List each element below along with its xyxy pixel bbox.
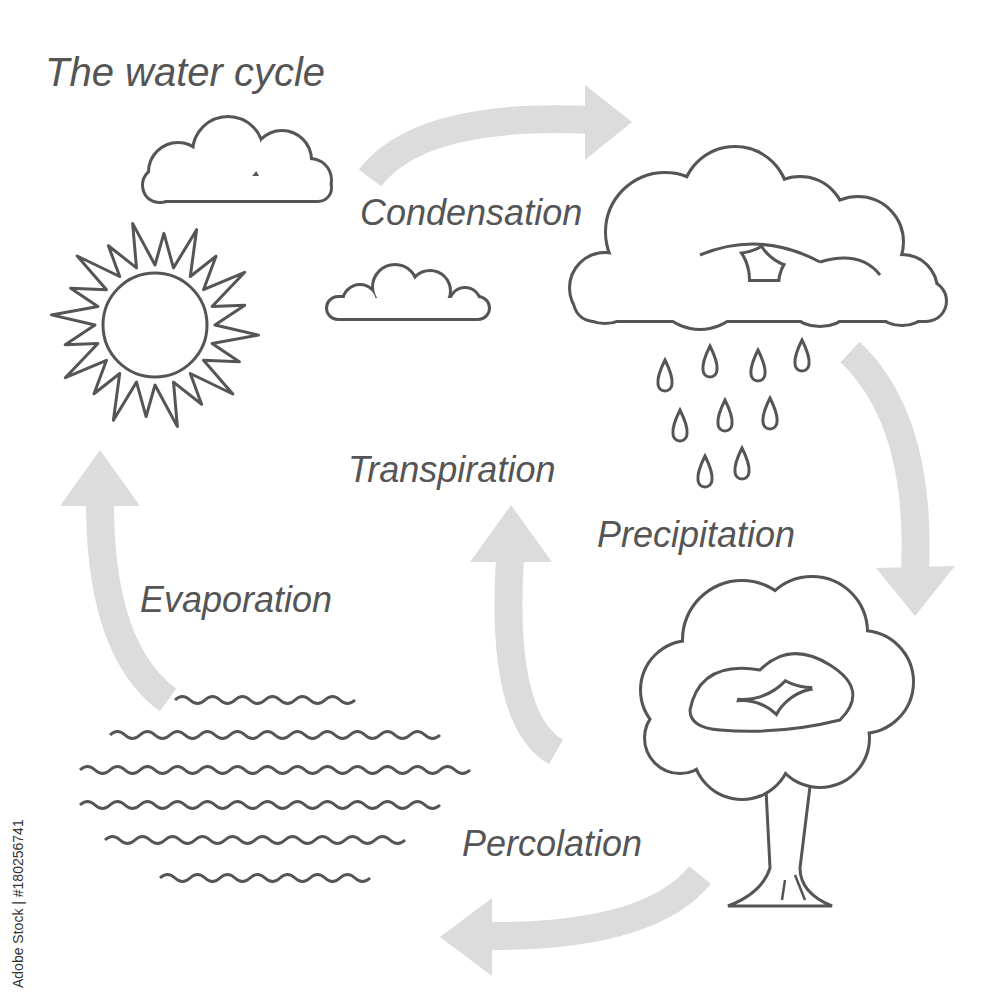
rain-cloud-part xyxy=(575,282,945,320)
cycle-arrow xyxy=(488,875,700,936)
wave-line xyxy=(80,767,470,774)
process-label: Condensation xyxy=(360,192,582,234)
watermark: Adobe Stock | #180256741 xyxy=(10,819,26,988)
rain-drop xyxy=(795,340,809,371)
small-cloud-part xyxy=(328,298,488,318)
tree-crown xyxy=(642,578,912,798)
process-label: Precipitation xyxy=(597,514,795,556)
tree-roots xyxy=(782,875,805,900)
rain-drop xyxy=(735,448,749,479)
tree xyxy=(642,578,912,906)
wave-line xyxy=(160,875,370,882)
small-cloud-part xyxy=(145,176,330,200)
small-cloud xyxy=(328,266,488,318)
process-label: Evaporation xyxy=(140,579,332,621)
small-cloud xyxy=(144,118,330,201)
wave-line xyxy=(80,802,440,809)
arrow-head xyxy=(470,505,552,562)
rain-drop xyxy=(718,400,732,431)
crown-detail xyxy=(690,654,853,732)
wave-line xyxy=(175,697,355,704)
sun-disc xyxy=(103,273,207,377)
small-cloud-part xyxy=(328,298,488,318)
rain-cloud xyxy=(571,148,945,328)
rain-drop xyxy=(658,360,672,391)
cycle-arrow xyxy=(508,558,556,752)
arrow-head xyxy=(440,898,492,976)
rain-drop xyxy=(673,410,687,441)
arrow-head xyxy=(876,566,955,616)
cycle-arrows xyxy=(100,119,916,936)
tree-crown-part xyxy=(646,704,714,772)
sun-rays xyxy=(52,223,259,426)
rain-drop xyxy=(698,456,712,487)
rain-drop xyxy=(703,346,717,377)
cycle-arrow xyxy=(370,119,592,178)
sun xyxy=(52,223,259,426)
rain-cloud-part xyxy=(575,282,945,320)
wave-line xyxy=(110,732,440,739)
arrow-head xyxy=(585,85,632,160)
wave-line xyxy=(105,837,405,844)
small-cloud-part xyxy=(194,118,262,186)
rain-drop xyxy=(751,350,765,381)
tree-crown-part xyxy=(646,704,714,772)
rain-drops xyxy=(658,340,809,487)
process-label: Transpiration xyxy=(348,449,555,491)
small-cloud-part xyxy=(145,176,330,200)
water-waves xyxy=(80,697,470,882)
cycle-arrow xyxy=(850,352,916,572)
rain-drop xyxy=(763,398,777,429)
clouds xyxy=(144,118,945,328)
small-cloud-part xyxy=(194,118,262,186)
diagram-title: The water cycle xyxy=(45,50,325,95)
process-label: Percolation xyxy=(462,823,642,865)
cloud-detail xyxy=(700,244,880,275)
arrow-heads xyxy=(60,85,955,976)
arrow-head xyxy=(60,450,140,506)
